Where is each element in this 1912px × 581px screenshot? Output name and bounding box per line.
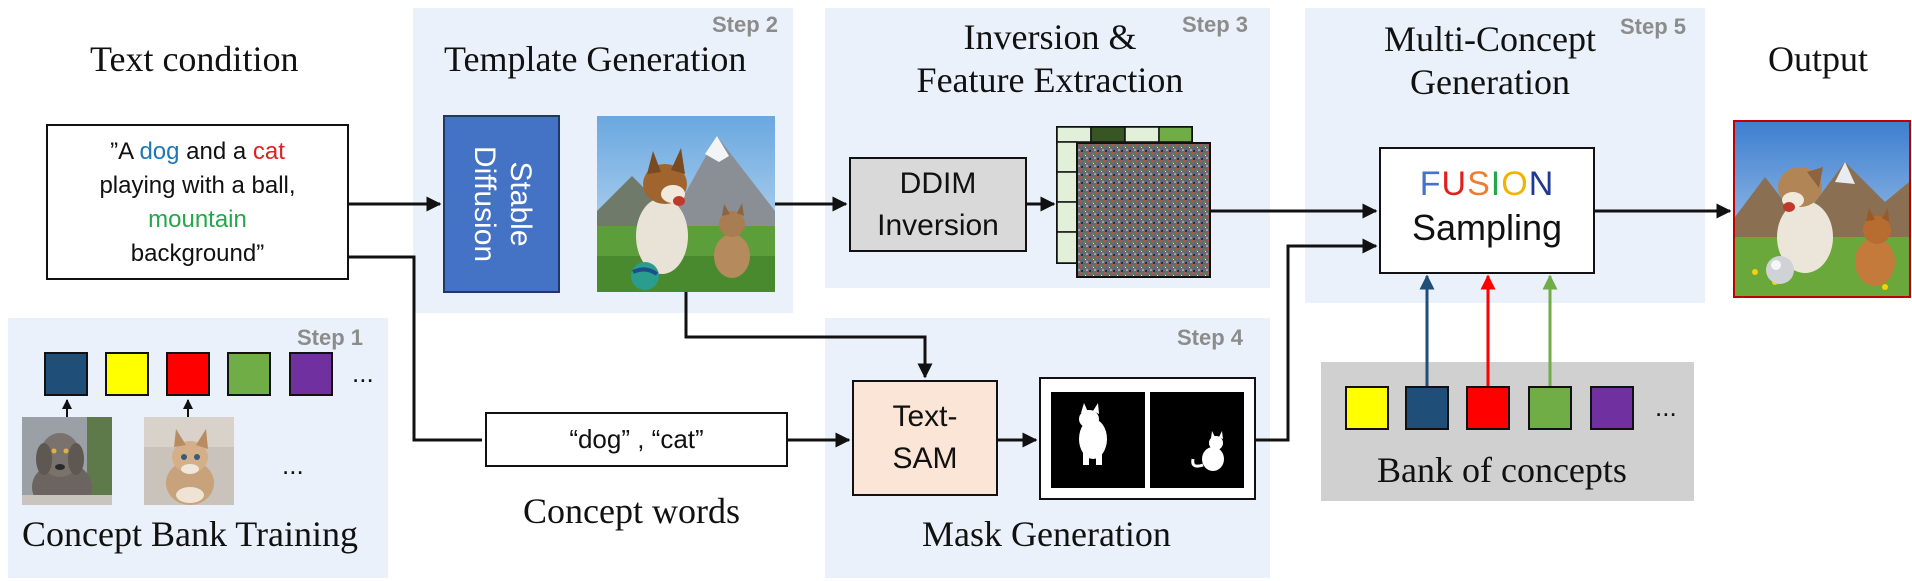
- dog-photo-art: [22, 417, 112, 505]
- step4-label: Step 4: [1177, 325, 1244, 350]
- concept-cat-photo: [144, 417, 234, 505]
- concept-dog-photo: [22, 417, 112, 505]
- sampling-label: Sampling: [1411, 207, 1563, 248]
- stable-label-line1: Stable: [503, 161, 537, 247]
- train-ellipsis-bottom: ...: [282, 450, 304, 480]
- bank-ellipsis: ...: [1655, 392, 1677, 422]
- text-sam-box: Text- SAM: [852, 380, 998, 496]
- train-concept-purple: [289, 352, 333, 396]
- fusion-letter-s: S: [1467, 165, 1491, 203]
- inversion-title-line1: Inversion &: [963, 17, 1137, 57]
- cat-mask: [1191, 431, 1224, 471]
- ddim-line1: DDIM: [899, 167, 977, 200]
- output-image: [1733, 120, 1911, 298]
- inversion-title-line2: Feature Extraction: [916, 60, 1184, 100]
- fusion-letter-u: U: [1441, 165, 1468, 203]
- output-image-art: [1735, 122, 1909, 296]
- fusion-letter-i: I: [1490, 165, 1502, 203]
- prompt-line4: background”: [130, 240, 265, 267]
- cat-photo-art: [144, 417, 234, 505]
- bank-concept-purple: [1590, 386, 1634, 430]
- masks-art: [1051, 392, 1244, 488]
- prompt-word-mountain: mountain: [148, 206, 247, 233]
- template-image-art: [597, 116, 775, 292]
- train-concept-green: [227, 352, 271, 396]
- prompt-word-cat: cat: [252, 138, 285, 165]
- bank-concept-yellow: [1345, 386, 1389, 430]
- ddim-line2: Inversion: [877, 209, 999, 242]
- output-title: Output: [1768, 39, 1869, 79]
- text-condition-title: Text condition: [90, 39, 299, 79]
- prompt-word-and-a: and a: [186, 138, 247, 165]
- fusion-sampling-box: FUSION Sampling: [1379, 147, 1595, 274]
- fusion-letter-o: O: [1501, 165, 1529, 203]
- prompt-word-dog: dog: [139, 138, 180, 165]
- multi-concept-title-line2: Generation: [1410, 62, 1570, 102]
- ddim-inversion-box: DDIM Inversion: [849, 157, 1027, 252]
- fusion-letter-f: F: [1419, 165, 1442, 203]
- fusion-word: FUSION: [1381, 163, 1593, 205]
- stable-diffusion-box: Stable Diffusion: [443, 115, 560, 293]
- mask-generation-title: Mask Generation: [922, 514, 1171, 554]
- step5-label: Step 5: [1620, 14, 1687, 39]
- concept-bank-training-title: Concept Bank Training: [22, 514, 359, 554]
- bank-of-concepts-label: Bank of concepts: [1377, 450, 1627, 490]
- masks-box: [1039, 377, 1256, 500]
- train-concept-navy: [44, 352, 88, 396]
- stable-diffusion-label: Stable Diffusion: [466, 119, 538, 289]
- train-concept-yellow: [105, 352, 149, 396]
- concept-words-box: “dog” , “cat”: [485, 412, 788, 467]
- train-ellipsis-top: ...: [352, 358, 374, 388]
- template-generation-title: Template Generation: [444, 39, 747, 79]
- bank-of-concepts-panel: [1321, 362, 1694, 501]
- step1-label: Step 1: [297, 325, 364, 350]
- concept-words-title: Concept words: [523, 491, 740, 531]
- dog-mask: [1079, 403, 1107, 465]
- stable-label-line2: Diffusion: [467, 145, 501, 263]
- prompt-box: ”A dog and a cat playing with a ball, mo…: [46, 124, 349, 280]
- train-concept-red: [166, 352, 210, 396]
- prompt-line1: ”A dog and a cat: [48, 135, 347, 169]
- multi-concept-title-line1: Multi-Concept: [1384, 19, 1596, 59]
- inversion-title: Inversion & Feature Extraction: [900, 16, 1200, 102]
- template-image: [597, 116, 775, 292]
- open-quote: ”: [110, 138, 119, 165]
- prompt-word-a: A: [118, 138, 133, 165]
- bank-concept-green: [1528, 386, 1572, 430]
- multi-concept-title: Multi-Concept Generation: [1340, 18, 1640, 104]
- text-sam-line2: SAM: [892, 442, 958, 475]
- text-sam-line1: Text-: [892, 400, 958, 433]
- bank-concept-red: [1466, 386, 1510, 430]
- step3-label: Step 3: [1182, 12, 1249, 37]
- prompt-line2: playing with a ball,: [99, 172, 296, 199]
- bank-concept-navy: [1405, 386, 1449, 430]
- step2-label: Step 2: [712, 12, 779, 37]
- fusion-letter-n: N: [1528, 165, 1555, 203]
